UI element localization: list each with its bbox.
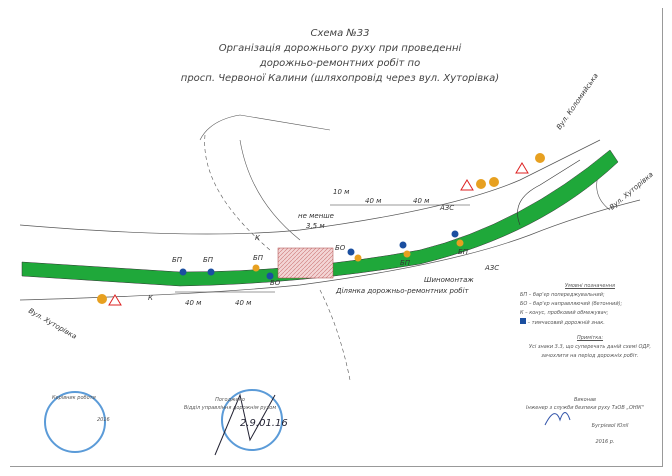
speed-limit-sign-icon — [476, 179, 486, 189]
warning-sign-icon — [403, 250, 411, 258]
legend-heading: Умовні позначення — [565, 283, 615, 289]
signature-date: 2.9.01.16 — [240, 418, 288, 429]
road-edge — [199, 114, 331, 141]
stamp — [221, 389, 283, 451]
distance-label: 40 м — [413, 197, 430, 205]
signature-role: Керівник роботи — [52, 395, 96, 401]
stamp — [44, 391, 106, 453]
info-sign-icon — [347, 248, 355, 256]
tire-service-label: Шиномонтаж — [424, 276, 474, 284]
signature-name: Бугрієвої Юлії — [591, 423, 629, 429]
signature-heading: Погоджено — [215, 397, 245, 403]
signature-right: Виконав Інженер з служби безпеки руху Тз… — [520, 396, 650, 446]
distance-label: 10 м — [333, 188, 350, 196]
signature — [214, 393, 276, 456]
ramp — [204, 134, 271, 251]
legend: Умовні позначення БП – бар'єр попереджув… — [520, 282, 660, 361]
min-width-value: 3,5 м — [306, 222, 325, 230]
gas-station-label: АЗС — [484, 264, 499, 272]
info-sign-icon — [520, 318, 526, 324]
street-label: Вул. Хуторівка — [27, 307, 78, 341]
distance-label: 40 м — [365, 197, 382, 205]
note-text: Усі знаки 3.3, що суперечать даній схемі… — [529, 344, 651, 359]
ramp — [319, 289, 351, 381]
info-sign-icon — [179, 268, 187, 276]
road-edge — [19, 139, 601, 235]
speed-limit-sign-icon — [535, 153, 545, 163]
warning-triangle-icon — [515, 162, 529, 174]
legend-item: БО – бар'єр направляючий (бетонний); — [520, 301, 623, 307]
page-frame — [10, 8, 663, 467]
work-zone-label: Ділянка дорожньо-ремонтних робіт — [335, 287, 470, 295]
scheme-title: Схема №33 Організація дорожнього руху пр… — [150, 26, 530, 86]
signature-heading: Виконав — [573, 397, 597, 403]
gas-station-label: АЗС — [439, 204, 454, 212]
bp-label: БП — [458, 248, 469, 256]
sign-group — [97, 153, 545, 306]
info-sign-icon — [266, 272, 274, 280]
signature-date: 2016 р. — [595, 439, 615, 445]
signature-date: 2016 — [97, 417, 110, 423]
signature-left: Керівник роботи 2016 — [52, 394, 110, 424]
signature-middle: Погоджено Відділ управління дорожнім рух… — [180, 396, 288, 429]
road-edge — [19, 199, 641, 301]
bp-label: БП — [400, 259, 411, 267]
signature — [544, 412, 571, 426]
cone-label: К — [148, 294, 154, 302]
distance-label: 40 м — [235, 299, 252, 307]
speed-limit-sign-icon — [97, 294, 107, 304]
legend-item: К – конус, пробковий обмежувач; — [520, 310, 609, 316]
ramp — [239, 139, 301, 241]
speed-limit-sign-icon — [489, 177, 499, 187]
warning-sign-icon — [252, 264, 260, 272]
warning-triangle-icon — [460, 179, 474, 191]
street-label: Вул. Хуторівка — [608, 171, 655, 212]
cone-label: К — [255, 234, 261, 242]
title-line: дорожньо-ремонтних робіт по — [259, 58, 421, 69]
warning-triangle-icon — [108, 294, 122, 306]
title-line: Організація дорожнього руху при проведен… — [218, 43, 462, 54]
title-line: Схема №33 — [310, 28, 370, 39]
bp-label: БП — [172, 256, 183, 264]
warning-sign-icon — [354, 254, 362, 262]
bo-label: БО — [335, 244, 346, 252]
work-zone-hatch — [277, 247, 334, 279]
info-sign-icon — [451, 230, 459, 238]
legend-item-text: – тимчасовий дорожній знак. — [527, 320, 605, 326]
warning-sign-icon — [456, 239, 464, 247]
bp-label: БП — [203, 256, 214, 264]
signature-role: Відділ управління дорожнім рухом — [183, 405, 277, 411]
title-line: просп. Червоної Калини (шляхопровід чере… — [180, 73, 500, 84]
legend-item: – тимчасовий дорожній знак. — [520, 318, 660, 328]
bo-label: БО — [270, 279, 281, 287]
min-width-label: не менше — [298, 212, 334, 220]
legend-item: БП – бар'єр попереджувальний; — [520, 292, 605, 298]
signature-role: Інженер з служби безпеки руху ТзОВ „ОНІК… — [526, 405, 644, 411]
bp-label: БП — [253, 254, 264, 262]
road-edge — [517, 159, 581, 226]
street-label: Вул. Коломийська — [555, 72, 600, 131]
note-heading: Примітка: — [576, 335, 604, 341]
info-sign-icon — [399, 241, 407, 249]
info-sign-icon — [207, 268, 215, 276]
distance-label: 40 м — [185, 299, 202, 307]
